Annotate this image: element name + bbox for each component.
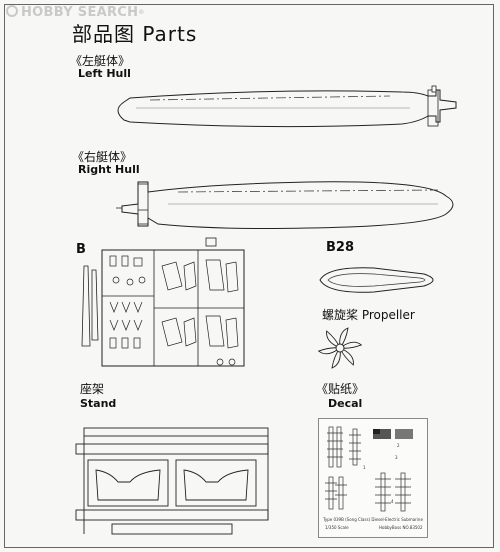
watermark-registered: ® [138,9,145,16]
propeller-drawing [317,327,363,369]
left-hull-drawing [117,85,457,128]
right-hull-drawing [116,181,454,229]
right-hull-label-cn: 《右艇体》 [72,150,133,164]
decal-caption-maker: HobbyBoss NO.83502 [379,525,423,530]
sprue-b-label: B [76,242,86,257]
stand-label-en: Stand [80,397,117,410]
decal-sheet-graphics [325,426,413,512]
left-hull-label-en: Left Hull [78,67,131,80]
stand-sprue-drawing [75,427,269,535]
left-hull-label-cn: 《左艇体》 [70,54,131,68]
decal-caption-line1: Type 039B (Song Class) Diesel-Electric S… [323,517,423,522]
sprue-b-drawing [81,237,245,367]
decal-number-2: 2 [397,443,400,448]
brand-logo-icon [6,5,18,17]
page-border [4,4,494,548]
decal-number-3: 3 [395,455,398,460]
right-hull-label-en: Right Hull [78,163,140,176]
watermark-brand: HOBBY SEARCH [21,5,139,20]
decal-label-cn: 《贴纸》 [316,382,365,396]
stand-label-cn: 座架 [80,382,105,396]
decal-number-1: 1 [363,465,366,470]
propeller-label: 螺旋桨 Propeller [322,308,415,322]
decal-number-4: 4 [391,499,394,504]
watermark: HOBBY SEARCH® [6,5,145,21]
b28-part-drawing [319,267,434,293]
b28-label: B28 [326,240,354,255]
decal-sheet: 2 3 1 4 Type 039B (Song Class) Diesel-El… [318,418,428,538]
page-title: 部品图 Parts [72,22,198,46]
decal-label-en: Decal [328,397,363,410]
decal-caption-scale: 1/350 Scale [325,525,349,530]
